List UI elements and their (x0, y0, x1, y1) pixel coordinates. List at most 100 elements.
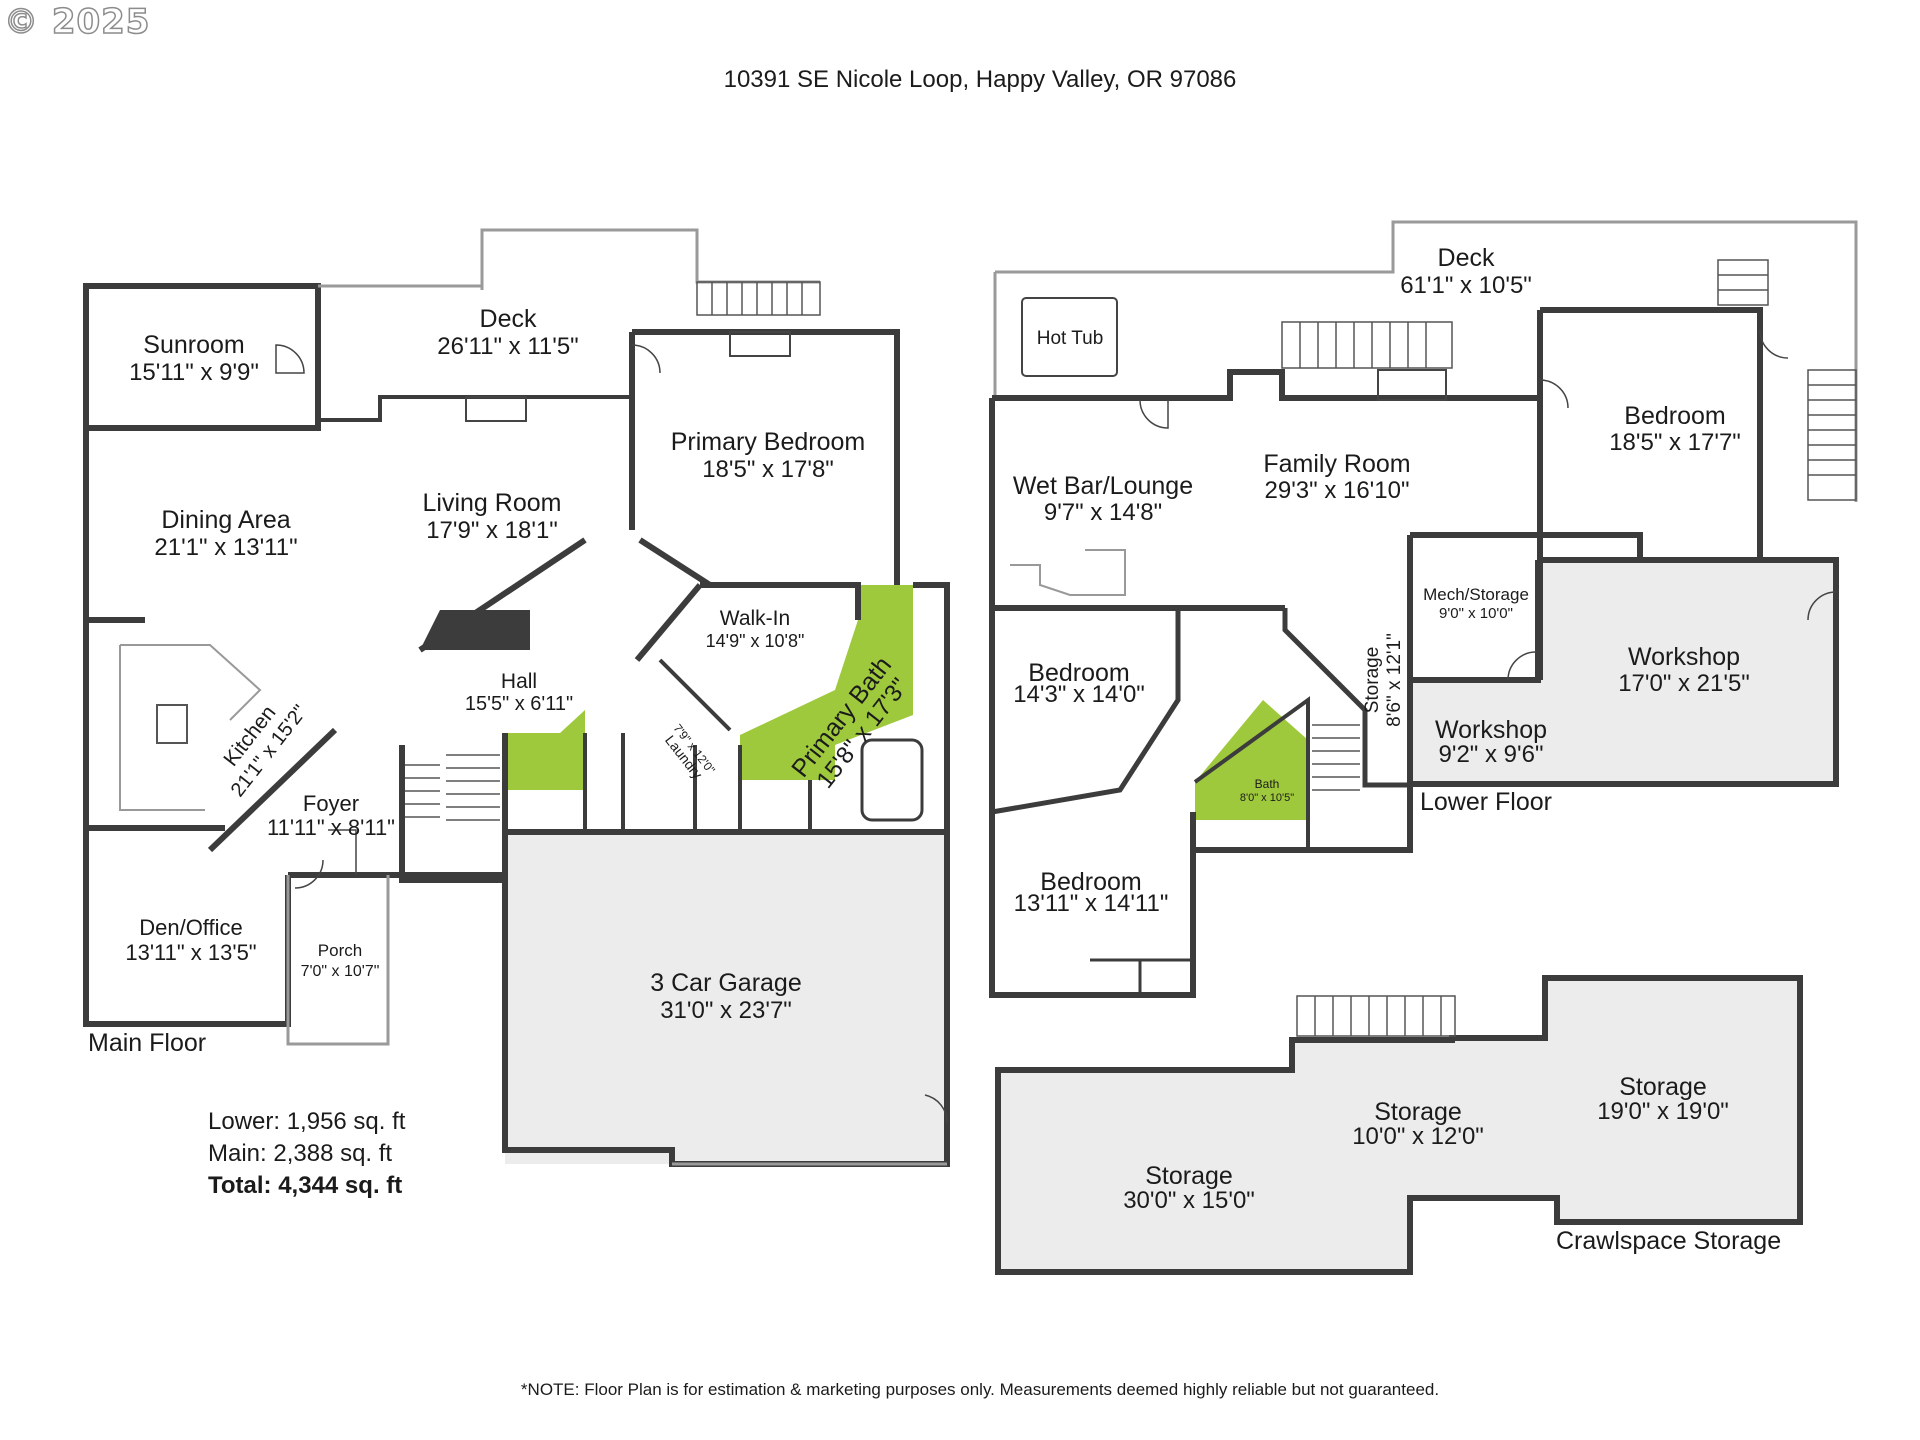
floor-labels: Main Floor Lower Floor Crawlspace Storag… (88, 788, 1781, 1255)
room-name: Family Room (1263, 450, 1410, 478)
kitchen-counter (119, 644, 262, 811)
sunroom-walls (83, 283, 321, 431)
room-name: Bedroom (1028, 659, 1129, 687)
room-dim: 9'0" x 10'0" (1439, 605, 1513, 622)
room-name: Storage (1362, 647, 1383, 714)
bedroom-fireplace (729, 331, 791, 357)
living-fireplace (465, 396, 527, 422)
main-doors (275, 344, 948, 1124)
kitchen-diagonal-wall (207, 727, 338, 853)
sqft-main: Main: 2,388 sq. ft (208, 1140, 393, 1167)
room-dim: 9'2" x 9'6" (1439, 741, 1544, 768)
room-name: Storage (1374, 1098, 1462, 1126)
crawlspace-walls (995, 975, 1803, 1275)
room-dim: 13'11" x 13'5" (125, 940, 256, 965)
room-name: Storage (1145, 1162, 1233, 1190)
workshop-fill (1410, 560, 1836, 784)
wet-bar-counter (1010, 549, 1126, 596)
room-name: Storage (1619, 1073, 1707, 1101)
square-footage-summary: Lower: 1,956 sq. ft Main: 2,388 sq. ft T… (208, 1106, 405, 1202)
room-name: Bedroom (1040, 868, 1141, 896)
west-wall (83, 428, 140, 831)
half-bath-fill (505, 710, 585, 790)
floor-label-lower: Lower Floor (1420, 788, 1552, 816)
walk-in-walls (700, 582, 861, 620)
room-dim: 19'0" x 19'0" (1597, 1098, 1729, 1125)
room-dim: 15'11" x 9'9" (129, 359, 259, 386)
room-name: Bedroom (1624, 402, 1725, 430)
room-dim: 18'5" x 17'7" (1609, 429, 1741, 456)
bathtub (860, 738, 924, 822)
room-name: Porch (318, 941, 362, 960)
room-dim: 9'7" x 14'8" (1044, 499, 1162, 526)
lower-west-walls (989, 398, 1196, 998)
room-dim: 18'5" x 17'8" (702, 456, 834, 483)
workshop-inner-wall (1410, 560, 1541, 683)
lower-doors (1139, 329, 1837, 681)
cooktop (156, 704, 188, 744)
main-floor (83, 228, 950, 1167)
room-dim: 17'9" x 18'1" (426, 517, 558, 544)
laundry-diagonal (658, 658, 732, 732)
room-dim: 14'3" x 14'0" (1013, 681, 1145, 708)
room-dim: 11'11" x 8'11" (267, 815, 395, 840)
porch-railing (286, 875, 390, 1046)
room-dim: 13'11" x 14'11" (1014, 890, 1169, 917)
main-stairs (405, 754, 500, 821)
room-name: Deck (1438, 244, 1495, 272)
room-dim: 14'9" x 10'8" (706, 631, 805, 651)
property-address: 10391 SE Nicole Loop, Happy Valley, OR 9… (723, 66, 1237, 93)
room-name: Mech/Storage (1423, 585, 1529, 604)
floor-label-crawlspace: Crawlspace Storage (1556, 1227, 1781, 1255)
fireplace-block (420, 610, 530, 650)
lower-bath-walls (1193, 696, 1310, 850)
room-name: Hot Tub (1037, 328, 1104, 349)
room-name: Foyer (303, 791, 359, 816)
room-name: Dining Area (161, 506, 290, 534)
family-room-north-wall (992, 369, 1540, 401)
closet-walls (1090, 958, 1190, 995)
lower-south-wall (1190, 785, 1413, 853)
room-dim: 21'1" x 13'11" (154, 534, 297, 561)
hot-tub (1021, 297, 1118, 377)
room-dim: 10'0" x 12'0" (1352, 1123, 1484, 1150)
primary-bedroom-walls (632, 329, 900, 585)
disclaimer-note: *NOTE: Floor Plan is for estimation & ma… (520, 1380, 1440, 1399)
room-name: Workshop (1435, 716, 1547, 744)
hall-diagonal-wall-2 (638, 537, 712, 588)
floor-label-main: Main Floor (88, 1029, 206, 1057)
room-dim: 30'0" x 15'0" (1123, 1187, 1255, 1214)
garage-fill (505, 832, 947, 1164)
deck-stairs (696, 281, 821, 316)
lower-stairs (1281, 259, 1857, 791)
primary-bath-east-wall (913, 582, 950, 832)
walk-in-diagonal (634, 583, 703, 662)
copyright-mark: © 2025 (3, 1, 151, 43)
room-name: Hall (501, 670, 537, 693)
lower-fireplace (1377, 369, 1447, 401)
room-name: Primary Bedroom (671, 428, 866, 456)
room-name: Den/Office (139, 915, 243, 940)
bedroom-diagonal (991, 608, 1181, 815)
workshop-walls (1410, 557, 1839, 787)
storage-closet-wall (1282, 608, 1410, 788)
room-dim: 8'0" x 10'5" (1240, 792, 1294, 804)
room-name: Living Room (423, 489, 562, 517)
room-name: Wet Bar/Lounge (1013, 472, 1193, 500)
room-dim: 7'0" x 10'7" (301, 963, 380, 980)
lower-bedroom-walls (1540, 307, 1763, 560)
room-name: 3 Car Garage (650, 969, 801, 997)
mech-north-wall (1410, 532, 1643, 560)
room-name: Walk-In (720, 607, 790, 630)
room-dim: 8'6" x 12'1" (1384, 633, 1405, 727)
room-name: Workshop (1628, 643, 1740, 671)
room-dim: 29'3" x 16'10" (1265, 477, 1410, 504)
room-name: Bath (1255, 777, 1280, 791)
primary-bath-fill (740, 585, 913, 780)
lower-floor (989, 220, 1858, 998)
lower-bath-fill (1195, 700, 1308, 820)
deck-railing (480, 228, 820, 290)
room-dim: 26'11" x 11'5" (437, 333, 578, 360)
room-name: Sunroom (143, 331, 244, 359)
